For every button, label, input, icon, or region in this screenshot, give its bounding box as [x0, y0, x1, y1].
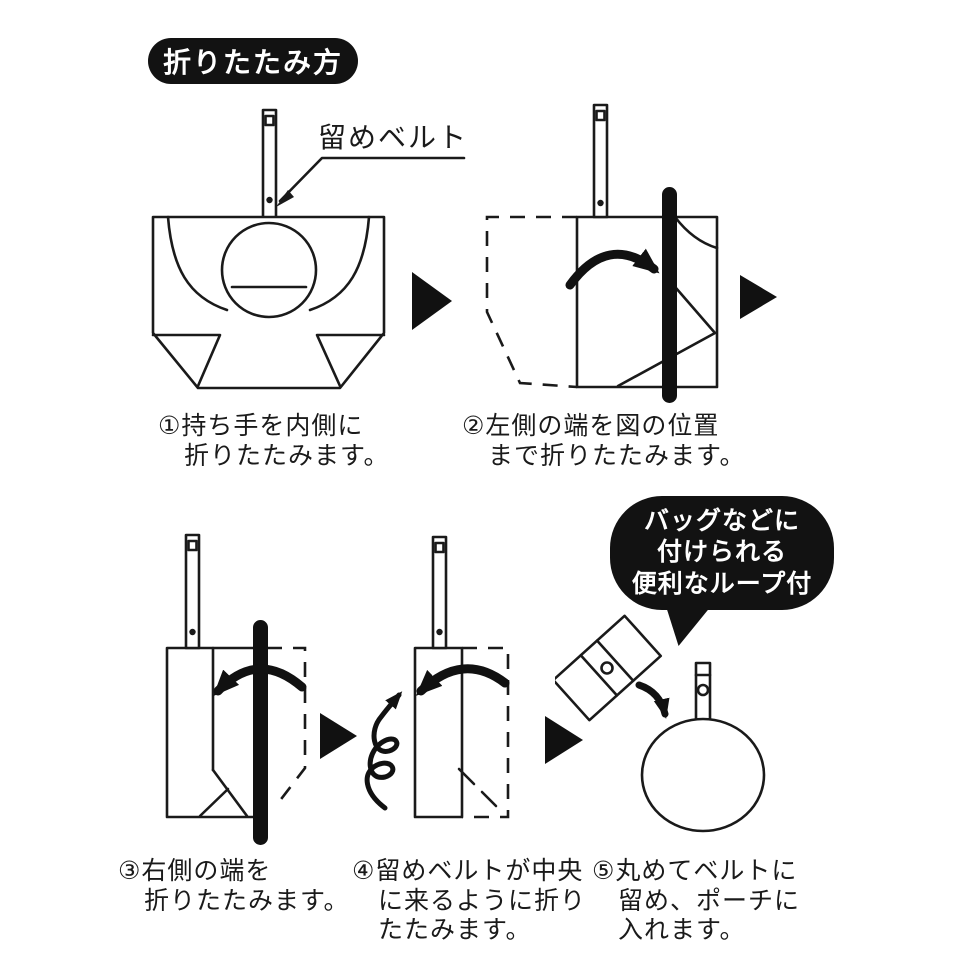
roll-spiral-icon [364, 691, 403, 811]
page-title: 折りたたみ方 [162, 47, 343, 78]
callout-line: バッグなどに [643, 506, 800, 535]
caption-line: に来るように折り [378, 886, 587, 915]
step3-caption: ③右側の端を 折りたたみます。 [118, 857, 350, 916]
fold-direction-arrow [415, 664, 510, 696]
loop-callout-bubble: バッグなどに 付けられる 便利なループ付 [610, 496, 834, 610]
caption-line: たたみます。 [378, 916, 532, 944]
fold-mark [457, 767, 476, 786]
caption-line: 折りたたみます。 [184, 441, 390, 470]
caption-line: ①持ち手を内側に [158, 412, 364, 440]
next-arrow-icon [412, 272, 452, 330]
fold-position-dashed [462, 646, 510, 819]
next-arrow-icon [740, 275, 777, 319]
fold-direction-arrow [213, 664, 307, 697]
insert-arrow [635, 681, 670, 719]
step1-diagram [151, 108, 466, 390]
caption-line: ④留めベルトが中央 [352, 857, 584, 885]
step5-diagram [555, 614, 766, 833]
step2-diagram [485, 103, 719, 403]
fastening-belt-strap [184, 533, 201, 650]
fold-direction-arrow [565, 248, 660, 290]
callout-line: 付けられる [656, 538, 787, 567]
fastening-belt-strap [431, 535, 448, 650]
caption-line: 留め、ポーチに [618, 886, 801, 915]
caption-line: ②左側の端を図の位置 [462, 412, 720, 440]
caption-line: 折りたたみます。 [144, 886, 350, 915]
caption-line: まで折りたたみます。 [488, 441, 746, 470]
unfolded-position-dashed [485, 215, 578, 389]
belt-bar [662, 187, 677, 403]
bag-folded-left [575, 215, 719, 389]
step1-caption: ①持ち手を内側に 折りたたみます。 [158, 412, 390, 471]
belt-label-leader-line [276, 156, 466, 207]
pouch [640, 661, 766, 833]
step4-caption: ④留めベルトが中央 に来るように折り たたみます。 [352, 857, 586, 946]
step2-caption: ②左側の端を図の位置 まで折りたたみます。 [462, 412, 746, 471]
belt-label: 留めベルト [318, 122, 469, 153]
fastening-belt-strap [261, 108, 278, 220]
right-edge-dashed [267, 646, 307, 808]
caption-line: ③右側の端を [118, 857, 272, 885]
fastening-belt-strap [592, 103, 609, 219]
next-arrow-icon [320, 713, 357, 759]
step3-diagram [165, 533, 307, 845]
belt-bar [253, 620, 268, 845]
rolled-bag-with-belt [555, 614, 663, 722]
bag-outline [151, 215, 386, 390]
next-arrow-icon [545, 716, 583, 764]
step5-caption: ⑤丸めてベルトに 留め、ポーチに 入れます。 [592, 857, 800, 946]
title-badge: 折りたたみ方 [148, 38, 358, 84]
fold-mark [480, 790, 498, 808]
caption-line: ⑤丸めてベルトに [592, 857, 798, 885]
caption-line: 入れます。 [618, 916, 746, 944]
step4-diagram [364, 535, 510, 819]
callout-line: 便利なループ付 [631, 569, 813, 598]
